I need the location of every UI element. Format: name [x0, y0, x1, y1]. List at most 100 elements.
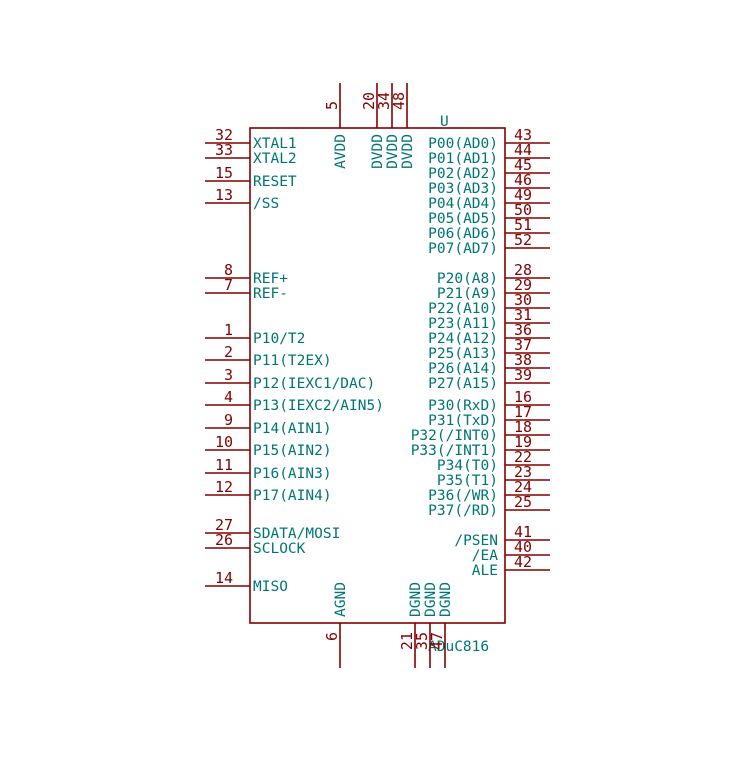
pin-number-52: 52 [514, 231, 532, 249]
pin-name-11: P16(AIN3) [253, 466, 332, 482]
pin-number-31: 31 [514, 306, 532, 324]
pin-name-35: DGND [423, 582, 439, 617]
pin-number-45: 45 [514, 156, 532, 174]
pin-name-40: /EA [472, 548, 498, 564]
pin-name-30: P22(A10) [428, 301, 498, 317]
pin-name-5: AVDD [333, 134, 349, 169]
pin-number-11: 11 [215, 456, 233, 474]
pin-name-39: P27(A15) [428, 376, 498, 392]
pin-name-7: REF- [253, 286, 288, 302]
pin-name-37: P25(A13) [428, 346, 498, 362]
pin-number-46: 46 [514, 171, 532, 189]
pin-name-34: DVDD [385, 134, 401, 169]
pin-number-43: 43 [514, 126, 532, 144]
pin-number-4: 4 [224, 388, 233, 406]
pin-number-34: 34 [375, 92, 393, 110]
pin-name-25: P37(/RD) [428, 503, 498, 519]
pin-number-39: 39 [514, 366, 532, 384]
pin-number-41: 41 [514, 523, 532, 541]
pin-number-16: 16 [514, 388, 532, 406]
right-pins: 43P00(AD0)44P01(AD1)45P02(AD2)46P03(AD3)… [411, 126, 550, 579]
pin-name-20: DVDD [370, 134, 386, 169]
pin-number-7: 7 [224, 276, 233, 294]
pin-number-3: 3 [224, 366, 233, 384]
pin-name-22: P34(T0) [437, 458, 498, 474]
pin-number-18: 18 [514, 418, 532, 436]
pin-name-6: AGND [333, 582, 349, 617]
pin-name-3: P12(IEXC1/DAC) [253, 376, 375, 392]
pin-number-2: 2 [224, 343, 233, 361]
pin-name-2: P11(T2EX) [253, 353, 332, 369]
pin-number-40: 40 [514, 538, 532, 556]
pin-number-9: 9 [224, 411, 233, 429]
pin-number-17: 17 [514, 403, 532, 421]
pin-name-24: P36(/WR) [428, 488, 498, 504]
pin-name-48: DVDD [400, 134, 416, 169]
pin-number-20: 20 [360, 92, 378, 110]
pin-number-51: 51 [514, 216, 532, 234]
pin-name-1: P10/T2 [253, 331, 305, 347]
pin-number-15: 15 [215, 164, 233, 182]
pin-name-45: P02(AD2) [428, 166, 498, 182]
pin-name-52: P07(AD7) [428, 241, 498, 257]
pin-number-6: 6 [323, 632, 341, 641]
pin-name-23: P35(T1) [437, 473, 498, 489]
reference-designator: U [440, 114, 449, 130]
pin-name-13: /SS [253, 196, 279, 212]
pin-name-21: DGND [408, 582, 424, 617]
pin-number-13: 13 [215, 186, 233, 204]
pin-number-21: 21 [398, 632, 416, 650]
pin-name-15: RESET [253, 174, 297, 190]
pin-number-10: 10 [215, 433, 233, 451]
pin-number-14: 14 [215, 569, 233, 587]
pin-number-33: 33 [215, 141, 233, 159]
pin-number-37: 37 [514, 336, 532, 354]
pin-number-29: 29 [514, 276, 532, 294]
pin-name-12: P17(AIN4) [253, 488, 332, 504]
pin-name-33: XTAL2 [253, 151, 297, 167]
pin-number-38: 38 [514, 351, 532, 369]
pin-number-32: 32 [215, 126, 233, 144]
pin-name-18: P32(/INT0) [411, 428, 498, 444]
pin-name-32: XTAL1 [253, 136, 297, 152]
pin-number-50: 50 [514, 201, 532, 219]
pin-number-30: 30 [514, 291, 532, 309]
pin-number-49: 49 [514, 186, 532, 204]
pin-number-28: 28 [514, 261, 532, 279]
pin-number-26: 26 [215, 531, 233, 549]
pin-number-36: 36 [514, 321, 532, 339]
pin-name-9: P14(AIN1) [253, 421, 332, 437]
pin-name-38: P26(A14) [428, 361, 498, 377]
pin-name-50: P05(AD5) [428, 211, 498, 227]
pin-name-10: P15(AIN2) [253, 443, 332, 459]
component-value: ADuC816 [428, 639, 489, 655]
pin-name-8: REF+ [253, 271, 288, 287]
pin-name-31: P23(A11) [428, 316, 498, 332]
pin-name-26: SCLOCK [253, 541, 306, 557]
pin-number-48: 48 [390, 92, 408, 110]
pin-name-44: P01(AD1) [428, 151, 498, 167]
pin-number-44: 44 [514, 141, 532, 159]
pin-number-22: 22 [514, 448, 532, 466]
pin-number-19: 19 [514, 433, 532, 451]
pin-number-42: 42 [514, 553, 532, 571]
pin-number-27: 27 [215, 516, 233, 534]
pin-name-19: P33(/INT1) [411, 443, 498, 459]
pin-number-25: 25 [514, 493, 532, 511]
pin-name-27: SDATA/MOSI [253, 526, 340, 542]
pin-number-23: 23 [514, 463, 532, 481]
pin-name-4: P13(IEXC2/AIN5) [253, 398, 384, 414]
pin-name-51: P06(AD6) [428, 226, 498, 242]
pin-name-46: P03(AD3) [428, 181, 498, 197]
pin-name-42: ALE [472, 563, 498, 579]
pin-name-16: P30(RxD) [428, 398, 498, 414]
pin-number-47: 47 [428, 632, 446, 650]
pin-name-29: P21(A9) [437, 286, 498, 302]
pin-number-35: 35 [413, 632, 431, 650]
pin-number-1: 1 [224, 321, 233, 339]
pin-name-17: P31(TxD) [428, 413, 498, 429]
pin-name-14: MISO [253, 579, 288, 595]
